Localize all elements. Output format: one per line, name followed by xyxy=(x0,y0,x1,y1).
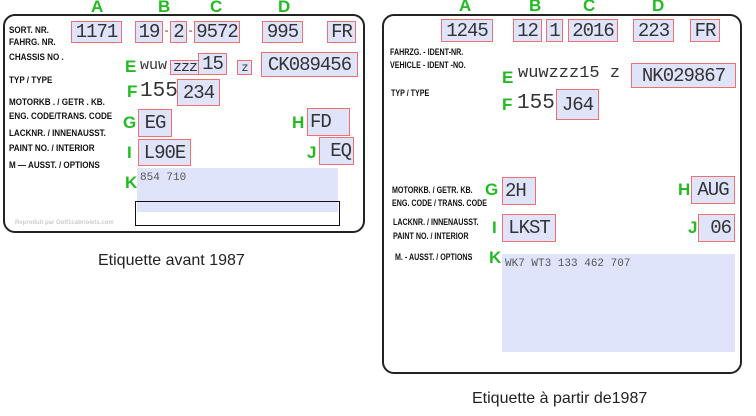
old-chassis-d: 995 xyxy=(262,21,303,43)
letter-h: H xyxy=(292,113,305,132)
letter-f: F xyxy=(127,82,138,101)
new-options: WK7 WT3 133 462 707 xyxy=(502,254,735,352)
label-fahrg-nr: FAHRG. NR. xyxy=(9,37,56,48)
dash: - xyxy=(163,26,170,38)
old-type: 234 xyxy=(177,79,220,106)
label-motorkb: MOTORKB. / GETR. KB. xyxy=(392,185,473,196)
label-eng-code: ENG. CODE / TRANS. CODE xyxy=(392,198,488,209)
label-vehicle-ident: VEHICLE - IDENT -NO. xyxy=(390,60,466,71)
letter-d: D xyxy=(278,0,291,16)
new-type: J64 xyxy=(556,89,599,120)
old-paint-no: L90E xyxy=(138,139,191,166)
letter-j: J xyxy=(688,218,698,237)
old-vin-serial: CK089456 xyxy=(261,52,358,77)
label-chassis-no: CHASSIS NO . xyxy=(9,52,64,63)
letter-b: B xyxy=(529,0,542,15)
new-chassis-b2: 1 xyxy=(546,19,563,42)
new-country: FR xyxy=(690,19,720,42)
letter-e: E xyxy=(125,57,137,76)
new-chassis-c: 2016 xyxy=(568,19,618,42)
letter-a: A xyxy=(91,0,104,16)
old-options-frame xyxy=(135,201,340,226)
old-country: FR xyxy=(327,21,356,43)
old-chassis-b: 19 xyxy=(135,21,163,43)
letter-c: C xyxy=(210,0,223,16)
letter-i: I xyxy=(492,218,497,237)
letter-d: D xyxy=(652,0,665,15)
new-chassis-d: 223 xyxy=(633,19,674,42)
new-trans-code: AUG xyxy=(691,176,735,204)
label-type: TYP / TYPE xyxy=(9,75,53,86)
old-vin-prefix: wuw xyxy=(140,57,168,74)
letter-j: J xyxy=(307,143,317,162)
label-options: M — AUSST. / OPTIONS xyxy=(9,160,100,171)
letter-g: G xyxy=(123,113,137,132)
label-options: M. - AUSST. / OPTIONS xyxy=(395,252,473,263)
old-options: 854 710 xyxy=(137,168,338,212)
letter-i: I xyxy=(127,143,132,162)
letter-c: C xyxy=(583,0,596,15)
letter-k: K xyxy=(125,173,138,192)
letter-f: F xyxy=(502,95,513,114)
old-caption: Etiquette avant 1987 xyxy=(98,252,245,269)
letter-e: E xyxy=(502,68,514,87)
label-lacknr: LACKNR. / INNENAUSST. xyxy=(393,217,479,228)
letter-k: K xyxy=(489,248,502,267)
letter-a: A xyxy=(459,0,472,15)
old-vin-z: z xyxy=(237,60,252,75)
label-lacknr: LACKNR. / INNENAUSST. xyxy=(9,128,106,139)
label-paint-no: PAINT NO. / INTERIOR xyxy=(393,231,469,242)
old-trans-code: FD xyxy=(307,108,350,136)
new-paint-no: LKST xyxy=(502,214,556,242)
label-motorkb: MOTORKB . / GETR . KB. xyxy=(9,97,105,108)
old-vin-zzz: zzz xyxy=(170,59,200,76)
old-sort-nr: 1171 xyxy=(71,21,122,43)
new-interior: 06 xyxy=(698,214,735,242)
watermark: Reproduit par Golf1cabriolets.com xyxy=(15,220,114,226)
new-type-prefix: 155 xyxy=(517,92,555,115)
new-chassis-b: 12 xyxy=(513,19,542,42)
old-engine-code: EG xyxy=(138,109,172,137)
new-engine-code: 2H xyxy=(502,177,536,205)
new-vin-prefix: wuwzzz15 z xyxy=(518,64,621,83)
old-chassis-b2: 2 xyxy=(170,21,187,43)
label-paint-no: PAINT NO. / INTERIOR xyxy=(9,143,95,154)
new-caption: Etiquette à partir de1987 xyxy=(472,390,648,407)
letter-h: H xyxy=(678,180,691,199)
dash: - xyxy=(187,26,194,38)
new-vin-serial: NK029867 xyxy=(631,63,736,88)
letter-b: B xyxy=(158,0,171,16)
old-type-prefix: 155 xyxy=(140,80,178,103)
label-fahrzg-ident: FAHRZG. - IDENT-NR. xyxy=(390,47,464,58)
new-sort-nr: 1245 xyxy=(441,19,493,42)
old-interior: EQ xyxy=(319,137,354,165)
label-sort-nr: SORT. NR. xyxy=(9,25,49,36)
old-chassis-c: 9572 xyxy=(194,21,240,43)
old-vin-15: 15 xyxy=(198,53,227,75)
label-eng-code: ENG. CODE/TRANS. CODE xyxy=(9,111,113,122)
label-type: TYP / TYPE xyxy=(391,88,430,99)
letter-g: G xyxy=(485,180,499,199)
